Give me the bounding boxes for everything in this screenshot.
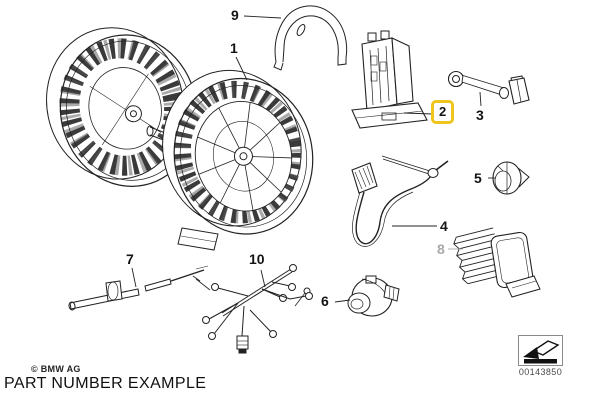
- temperature-sensor-cable-drawing: [351, 155, 449, 247]
- blower-resistor-drawing: [453, 227, 541, 298]
- blower-regulator-drawing: [351, 30, 428, 129]
- callout-1[interactable]: 1: [230, 40, 238, 56]
- page-title: PART NUMBER EXAMPLE: [4, 375, 207, 392]
- callout-3[interactable]: 3: [476, 107, 484, 123]
- callout-6[interactable]: 6: [321, 293, 329, 309]
- clip-drawing: [492, 161, 530, 195]
- callout-8[interactable]: 8: [437, 241, 445, 257]
- leader-lines: [131, 15, 495, 303]
- actuator-motor-drawing: [294, 275, 400, 317]
- stamp-box: [518, 335, 563, 366]
- callout-10[interactable]: 10: [249, 251, 265, 267]
- arrow-down-left-icon: [523, 340, 560, 364]
- bmw-copyright: © BMW AG: [31, 364, 81, 374]
- wiring-harness-drawing: [192, 264, 313, 354]
- callout-2-highlighted[interactable]: 2: [431, 100, 455, 124]
- sensor-tube-drawing: [68, 265, 209, 311]
- diagram-number: 00143850: [518, 367, 563, 377]
- callout-5[interactable]: 5: [474, 170, 482, 186]
- callout-4[interactable]: 4: [440, 218, 448, 234]
- mounting-bracket-drawing: [273, 5, 348, 71]
- callout-9[interactable]: 9: [231, 7, 239, 23]
- callout-7[interactable]: 7: [126, 251, 134, 267]
- blower-wheels-drawing: [46, 27, 314, 251]
- actuating-rod-drawing: [447, 70, 530, 105]
